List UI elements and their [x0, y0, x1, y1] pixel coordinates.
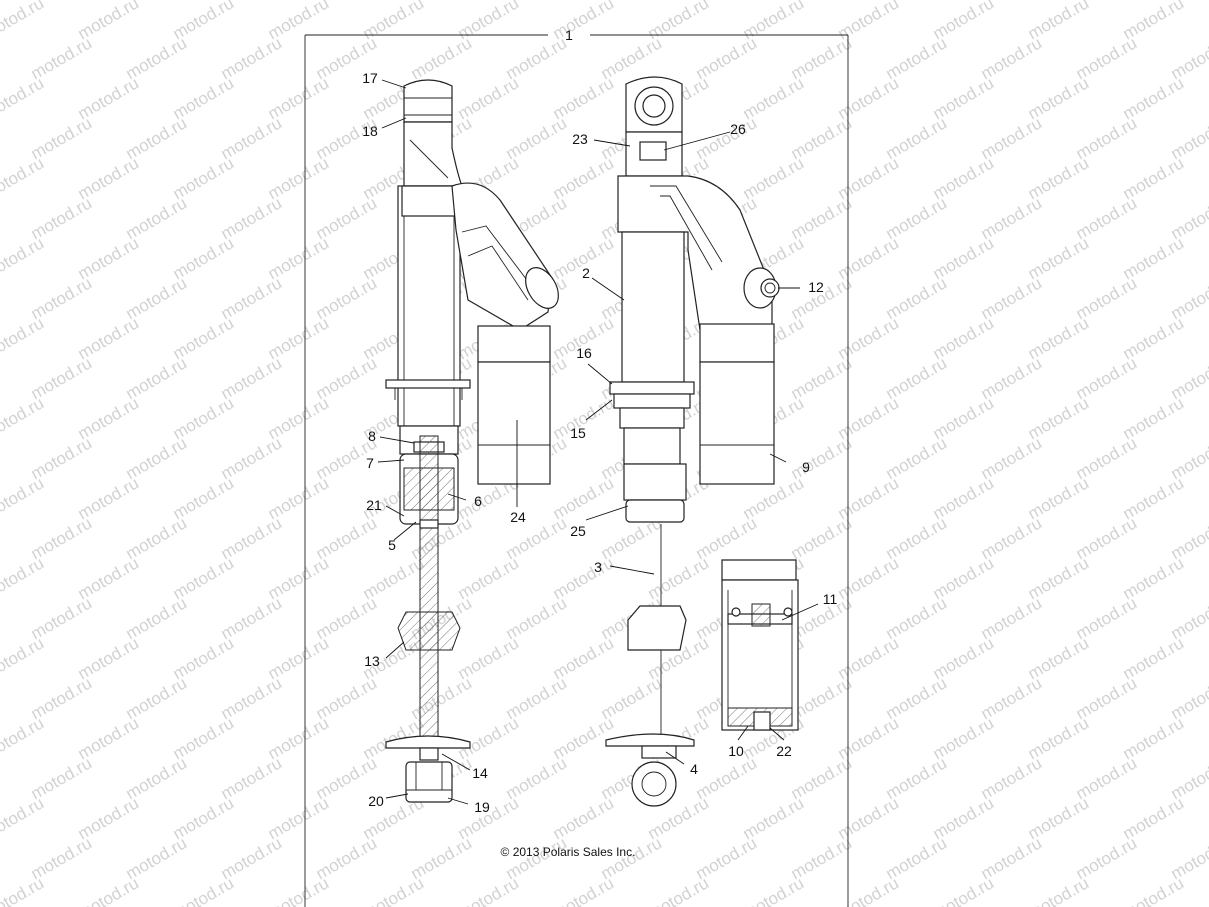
decal-26: [639, 141, 667, 161]
callout-22: 22: [776, 743, 792, 759]
callout-12: 12: [808, 279, 824, 295]
watermark-text: motod.ru: [0, 393, 47, 443]
frame-label: 1: [565, 27, 573, 43]
callout-4: 4: [690, 761, 698, 777]
callout-8: 8: [368, 428, 376, 444]
left-section-view: [385, 79, 559, 803]
callout-2: 2: [582, 265, 590, 281]
watermark-text: motod.ru: [0, 873, 47, 907]
diagram-frame: 1: [304, 27, 849, 907]
callout-17: 17: [362, 70, 378, 86]
copyright-notice: © 2013 Polaris Sales Inc.: [501, 845, 636, 859]
callout-26: 26: [730, 121, 746, 137]
callout-24: 24: [510, 509, 526, 525]
watermark-text: motod.ru: [1120, 873, 1188, 907]
watermark-text: motod.ru: [835, 873, 903, 907]
callout-13: 13: [364, 653, 380, 669]
callout-10: 10: [728, 743, 744, 759]
watermark-text: motod.ru: [0, 553, 47, 603]
watermark-text: motod.ru: [265, 873, 333, 907]
callout-23: 23: [572, 131, 588, 147]
watermark-text: motod.ru: [0, 153, 47, 203]
callout-6: 6: [474, 493, 482, 509]
callout-11: 11: [823, 591, 838, 607]
watermark-text: motod.ru: [0, 313, 47, 363]
watermark-text: motod.ru: [740, 873, 808, 907]
callout-7: 7: [366, 455, 374, 471]
watermark-text: motod.ru: [0, 73, 47, 123]
leader-lines: [377, 79, 819, 805]
watermark-text: motod.ru: [0, 473, 47, 523]
callout-18: 18: [362, 123, 378, 139]
watermark-text: motod.ru: [0, 793, 47, 843]
callout-15: 15: [570, 425, 586, 441]
callout-19: 19: [474, 799, 490, 815]
callout-labels: 17 18 8 7 6 21 5 24 13 14 20 19 23 26 2 …: [362, 70, 837, 815]
callout-21: 21: [366, 497, 382, 513]
callout-14: 14: [472, 765, 488, 781]
watermark-text: motod.ru: [550, 873, 618, 907]
watermark-text: motod.ru: [930, 873, 998, 907]
callout-25: 25: [570, 523, 586, 539]
callout-5: 5: [388, 537, 396, 553]
watermark-text: motod.ru: [75, 873, 143, 907]
watermark-text: motod.ru: [0, 633, 47, 683]
watermark-text: motod.ru: [0, 713, 47, 763]
watermark-text: motod.ru: [0, 0, 47, 43]
watermark-text: motod.ru: [645, 873, 713, 907]
watermark-text: motod.ru: [170, 873, 238, 907]
watermark-text: motod.ru: [360, 873, 428, 907]
reservoir-section-view: [721, 559, 799, 731]
watermark-text: motod.ru: [455, 873, 523, 907]
callout-3: 3: [594, 559, 602, 575]
callout-9: 9: [802, 459, 810, 475]
middle-external-view: [605, 76, 780, 807]
callout-16: 16: [576, 345, 592, 361]
watermark-text: motod.ru: [0, 233, 47, 283]
callout-20: 20: [368, 793, 384, 809]
watermark-text: motod.ru: [1025, 873, 1093, 907]
